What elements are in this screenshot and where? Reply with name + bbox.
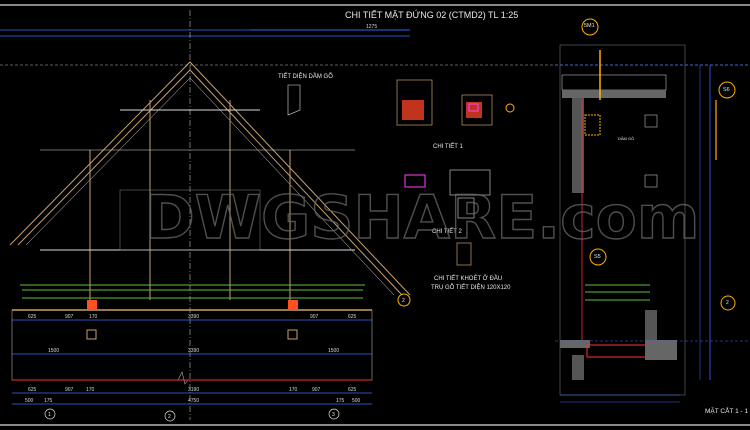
detail-2-drawing [404, 169, 491, 266]
foundation-outline [11, 310, 373, 385]
callout-label: S6 [723, 87, 730, 93]
dim-label: 907 [65, 314, 74, 320]
pier-left [86, 329, 97, 340]
section-1-1-drawing [555, 44, 750, 403]
top-dimension-label: 1275 [366, 24, 377, 30]
roof-elevation [9, 61, 411, 300]
notch-detail-title-1: CHI TIẾT KHOÉT Ở ĐẦU [434, 275, 502, 282]
notch-detail-title-2: TRỤ GỖ TIẾT DIỆN 120X120 [431, 283, 511, 291]
dim-label: 907 [65, 387, 74, 393]
beam-section-title: TIẾT DIỆN DẦM GỖ [278, 72, 333, 80]
callout-label: 2 [726, 300, 729, 306]
dim-label: 170 [289, 387, 298, 393]
dim-label: 3390 [188, 314, 199, 320]
dim-label: 175 [336, 398, 345, 404]
railing [20, 284, 365, 299]
dim-label: 907 [310, 314, 319, 320]
callout-label: 5M1 [584, 23, 595, 29]
grid-axis-markers [44, 408, 340, 422]
grid-axis-label: 3 [332, 412, 335, 418]
detail-2-title: CHI TIẾT 2 [432, 228, 462, 235]
callout-label: 2 [402, 298, 405, 304]
dim-label: 170 [86, 387, 95, 393]
dim-label: 1500 [48, 348, 59, 354]
dim-label: 3390 [188, 348, 199, 354]
callout-5m1 [581, 18, 599, 36]
dim-label: 500 [352, 398, 361, 404]
top-dimensions [0, 29, 410, 37]
pier-right [287, 329, 298, 340]
watermark: DWGSHARE.com [145, 183, 699, 253]
detail-1-title: CHI TIẾT 1 [433, 143, 463, 150]
grid-axis-label: 2 [168, 414, 171, 420]
beam-label: DẦM GỖ [618, 136, 634, 141]
dim-label: 1500 [328, 348, 339, 354]
dim-label: 907 [312, 387, 321, 393]
drawing-title: CHI TIẾT MẶT ĐỨNG 02 (CTMD2) TL 1:25 [345, 10, 518, 20]
dim-label: 170 [89, 314, 98, 320]
section-title: MẶT CẮT 1 - 1 [705, 406, 748, 415]
beam-section-shape [287, 84, 301, 116]
dim-label: 175 [44, 398, 53, 404]
post-right [288, 300, 298, 310]
callout-label: S5 [594, 254, 601, 260]
dim-label: 625 [348, 387, 357, 393]
callout-2-left [397, 293, 411, 307]
callout-s5 [589, 248, 607, 266]
detail-1-drawing [396, 79, 515, 126]
dim-label: 4750 [188, 398, 199, 404]
post-left [87, 300, 97, 310]
dim-label: 625 [28, 314, 37, 320]
grid-axis-label: 1 [48, 412, 51, 418]
dim-label: 500 [25, 398, 34, 404]
dim-label: 625 [348, 314, 357, 320]
base-dimensions [12, 319, 372, 405]
dim-label: 3190 [188, 387, 199, 393]
dim-label: 625 [28, 387, 37, 393]
callout-2-right [720, 295, 736, 311]
callout-s6 [718, 81, 736, 99]
